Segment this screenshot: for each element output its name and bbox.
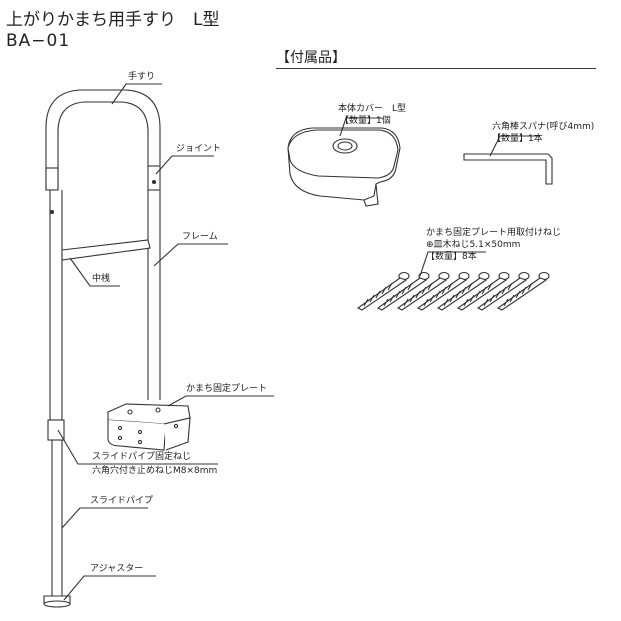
label-wrench-name: 六角棒スパナ(呼び4mm) [492,122,595,132]
wrench-illustration [463,153,553,185]
label-slide-pipe: スライドパイプ [90,496,154,506]
label-plate: かまち固定プレート [186,384,268,394]
handrail-tube-inner [57,101,149,190]
product-title: 上がりかまち用手すり L型 [6,10,220,30]
label-slide-screw: スライドパイプ固定ねじ [92,452,192,462]
label-screws-spec: ⊕皿木ねじ5.1×50mm [426,240,521,250]
label-screws-name: かまち固定プレート用取付けねじ [426,228,562,238]
crossbar-bar [61,239,151,261]
accessories-rule [276,68,596,69]
label-cover-qty: 【数量】1個 [340,116,391,126]
joint-right [147,165,161,191]
label-crossbar: 中桟 [92,274,111,284]
label-slide-screw-spec: 六角穴付き止めねじM8×8mm [92,466,218,476]
slide-joint [47,419,65,441]
label-joint: ジョイント [176,144,222,154]
label-frame: フレーム [182,232,218,242]
joint-left [45,167,59,191]
label-wrench-qty: 【数量】1本 [492,134,543,144]
model-code: BA−01 [6,31,71,51]
screws-illustration [356,271,550,311]
label-handrail: 手すり [128,72,156,82]
label-adjuster: アジャスター [90,564,144,574]
accessories-heading: 【付属品】 [276,50,346,66]
label-cover-name: 本体カバー L型 [338,104,407,114]
cover-illustration [287,127,401,207]
handrail-tube [45,89,161,190]
label-screws-qty: 【数量】8本 [426,252,477,262]
